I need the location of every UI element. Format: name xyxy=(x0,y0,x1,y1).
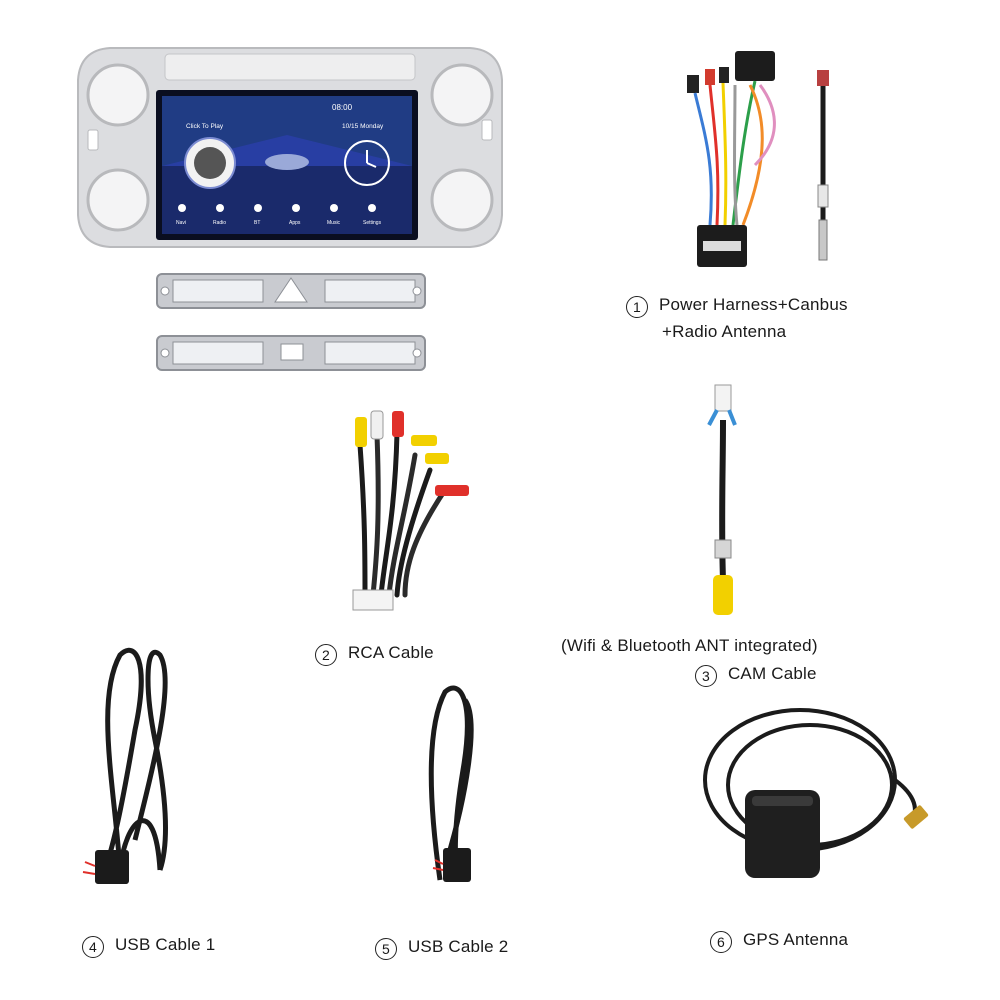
navi-icon xyxy=(178,204,186,212)
item-1-number: 1 xyxy=(626,296,648,318)
apps-icon xyxy=(292,204,300,212)
usb-cable-1-image xyxy=(82,647,168,884)
music-icon xyxy=(330,204,338,212)
bluetooth-icon xyxy=(254,204,262,212)
item-2-number: 2 xyxy=(315,644,337,666)
rca-cable-image xyxy=(352,410,469,611)
item-5-number: 5 xyxy=(375,938,397,960)
screen-date: 10/15 Monday xyxy=(342,123,384,130)
item-1-label-line2: +Radio Antenna xyxy=(662,322,787,341)
dock-label: Apps xyxy=(289,220,301,226)
dock-label: Navi xyxy=(176,220,186,226)
item-6-number: 6 xyxy=(710,931,732,953)
item-2-label: 2 RCA Cable xyxy=(315,643,434,666)
item-5-label: 5 USB Cable 2 xyxy=(375,937,508,960)
item-3-note: (Wifi & Bluetooth ANT integrated) xyxy=(561,636,818,655)
item-1-label: 1 Power Harness+Canbus xyxy=(626,295,848,318)
item-3-number: 3 xyxy=(695,665,717,687)
item-4-number: 4 xyxy=(82,936,104,958)
gps-antenna-image xyxy=(703,708,929,878)
item-6-label: 6 GPS Antenna xyxy=(710,930,848,953)
settings-icon xyxy=(368,204,376,212)
dock-label: BT xyxy=(254,220,260,226)
dock-label: Music xyxy=(327,220,341,226)
power-harness-image xyxy=(687,51,829,267)
usb-cable-2-image xyxy=(428,685,474,882)
cam-cable-image xyxy=(707,384,737,615)
dock-label: Settings xyxy=(363,220,382,226)
radio-icon xyxy=(216,204,224,212)
item-4-label: 4 USB Cable 1 xyxy=(82,935,215,958)
mounting-brackets-image xyxy=(156,273,426,371)
dock-label: Radio xyxy=(213,220,226,226)
screen-clock: 08:00 xyxy=(332,103,353,112)
head-unit-image: 08:00 Click To Play 10/15 Monday Navi Ra… xyxy=(77,47,503,248)
item-3-label: 3 CAM Cable xyxy=(695,664,817,687)
screen-media-label: Click To Play xyxy=(186,123,224,130)
